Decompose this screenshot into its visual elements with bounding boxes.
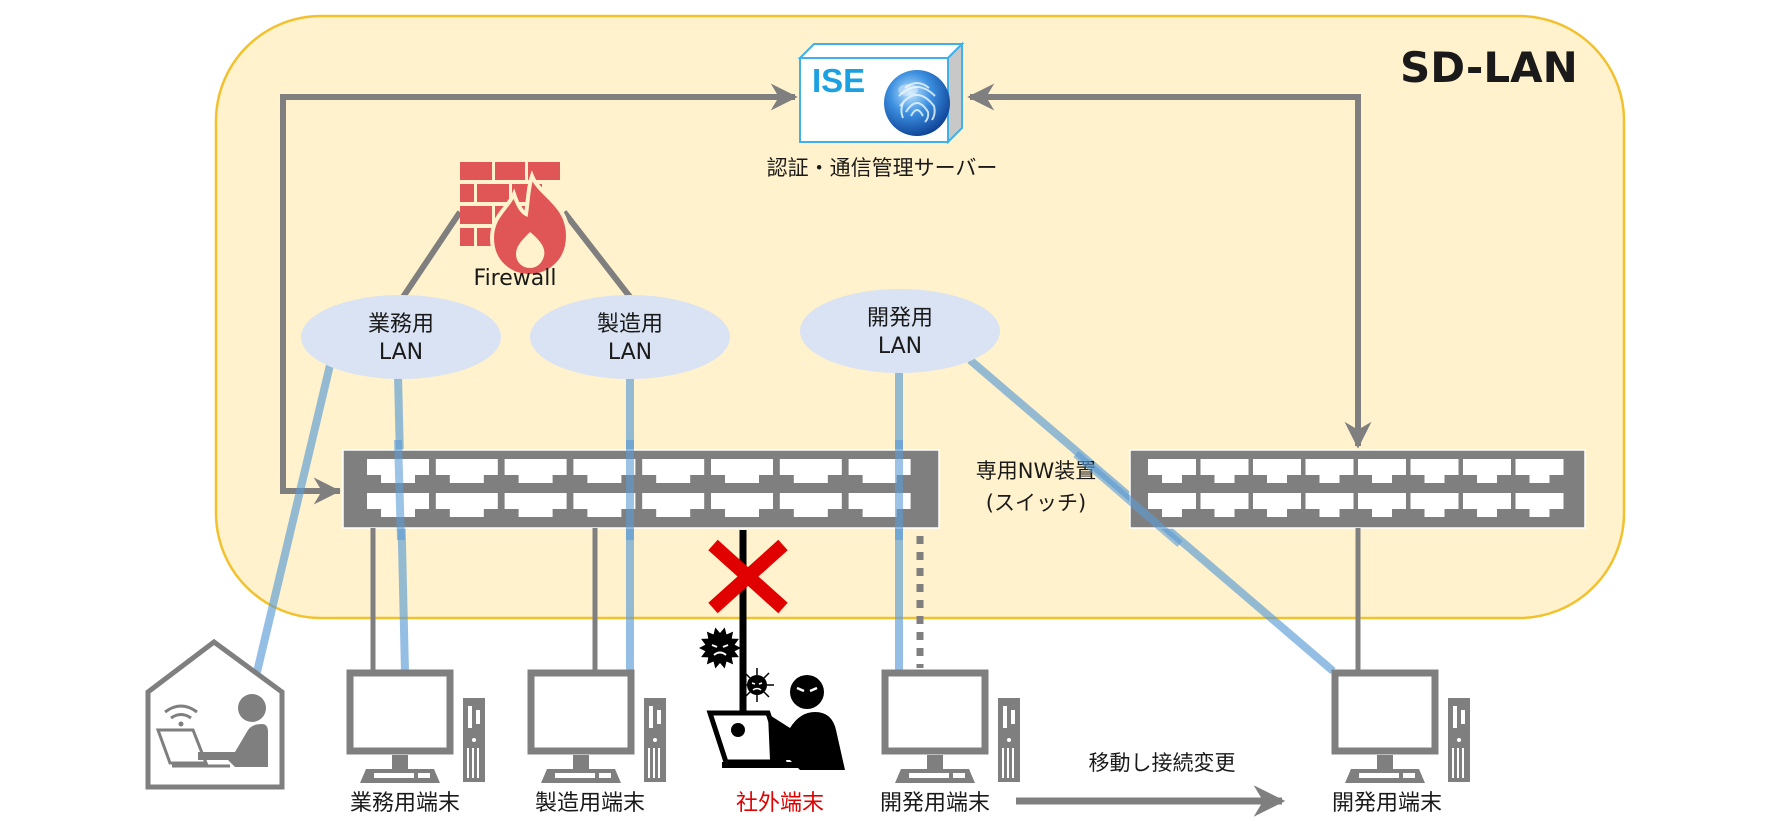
terminal-label-external: 社外端末 [736, 791, 824, 816]
move-label: 移動し接続変更 [1089, 751, 1236, 775]
switch-port[interactable] [573, 493, 636, 517]
control-connection-right [967, 83, 1372, 449]
switch-port[interactable] [1200, 493, 1249, 517]
switch-port[interactable] [1410, 493, 1459, 517]
switch-port[interactable] [1148, 459, 1196, 483]
remote-to-business-lan [253, 364, 334, 673]
terminal-label-business: 業務用端末 [350, 791, 460, 816]
attacker-laptop-icon [699, 627, 845, 770]
switch-right[interactable] [1129, 449, 1586, 529]
switch-port[interactable] [1463, 459, 1511, 483]
terminal-label-development-moved: 開発用端末 [1332, 791, 1442, 816]
switch-port[interactable] [1410, 459, 1459, 483]
switch-left[interactable] [342, 449, 940, 529]
lan-business[interactable]: 業務用 LAN [301, 295, 501, 379]
lan-development-label: 開発用 [867, 306, 933, 331]
switch-port[interactable] [642, 459, 705, 483]
terminal-label-manufacturing: 製造用端末 [535, 791, 645, 816]
switch-port[interactable] [779, 493, 842, 517]
sd-lan-title: SD-LAN [1400, 43, 1578, 92]
switch-port[interactable] [1358, 493, 1406, 517]
fingerprint-globe-icon [884, 70, 950, 136]
move-reconnect-arrow: 移動し接続変更 [1016, 751, 1286, 817]
lan-business-sub: LAN [379, 340, 423, 365]
switch-sublabel: (スイッチ) [986, 491, 1086, 515]
ise-brand: ISE [812, 62, 865, 99]
switch-port[interactable] [1305, 493, 1354, 517]
switch-port[interactable] [435, 459, 498, 483]
switch-port[interactable] [1515, 459, 1564, 483]
switch-port[interactable] [1358, 459, 1406, 483]
switch-port[interactable] [711, 493, 773, 517]
switch-port[interactable] [504, 493, 567, 517]
lan-manufacturing-label: 製造用 [597, 312, 663, 337]
firewall-label: Firewall [474, 266, 557, 291]
terminal-labels: 業務用端末 製造用端末 社外端末 開発用端末 開発用端末 [350, 791, 1442, 816]
switch-port[interactable] [1463, 493, 1511, 517]
lan-business-label: 業務用 [368, 312, 434, 337]
switch-label: 専用NW装置 [976, 459, 1096, 483]
home-telework-icon [145, 638, 285, 790]
switch-port[interactable] [779, 459, 842, 483]
switch-port[interactable] [642, 493, 705, 517]
lan-development[interactable]: 開発用 LAN [800, 289, 1000, 373]
switch-port[interactable] [1253, 493, 1301, 517]
lan-development-sub: LAN [878, 334, 922, 359]
desktop-pc-icon[interactable] [1331, 669, 1470, 783]
terminal-label-development: 開発用端末 [880, 791, 990, 816]
switch-port[interactable] [711, 459, 773, 483]
desktop-pc-icon[interactable] [527, 669, 666, 783]
desktop-pc-icon[interactable] [881, 669, 1020, 783]
red-x-icon [708, 539, 788, 614]
switch-port[interactable] [1305, 459, 1354, 483]
lan-manufacturing-sub: LAN [608, 340, 652, 365]
desktop-pc-icon[interactable] [346, 669, 485, 783]
server-label: 認証・通信管理サーバー [767, 156, 998, 180]
lan-manufacturing[interactable]: 製造用 LAN [530, 295, 730, 379]
switch-port[interactable] [1148, 493, 1196, 517]
firewall-brick-flame-icon [460, 162, 571, 279]
wired-connections [370, 528, 1361, 672]
switch-port[interactable] [504, 459, 567, 483]
switch-port[interactable] [435, 493, 498, 517]
firewall[interactable]: Firewall [400, 162, 633, 299]
control-connection-left [280, 83, 798, 505]
switch-port[interactable] [1200, 459, 1249, 483]
switch-port[interactable] [1253, 459, 1301, 483]
switch-port[interactable] [1515, 493, 1564, 517]
switch-port[interactable] [573, 459, 636, 483]
data-connections-overlay [394, 439, 1183, 548]
ise-server[interactable]: ISE [797, 41, 965, 145]
